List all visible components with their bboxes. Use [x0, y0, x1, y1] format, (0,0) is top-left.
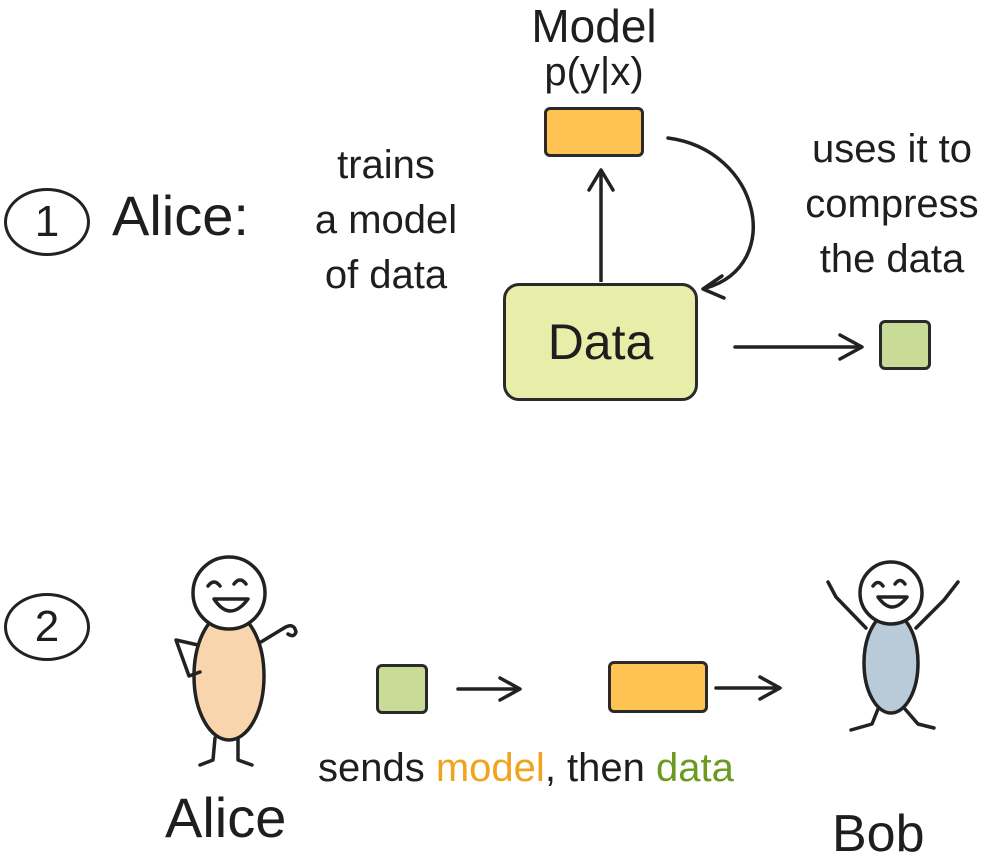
- uses-text: uses it to compress the data: [784, 122, 1000, 287]
- sends-middle: , then: [544, 746, 657, 790]
- alice-figure: [174, 555, 298, 767]
- trains-text: trains a model of data: [298, 138, 474, 303]
- step-2-number: 2: [34, 602, 60, 651]
- sends-data-word: data: [656, 746, 734, 790]
- model-box-step2: [608, 661, 708, 713]
- bob-figure: [826, 560, 960, 732]
- step-2-circle: 2: [4, 593, 90, 661]
- bob-head: [858, 560, 924, 626]
- sends-prefix: sends: [318, 746, 436, 790]
- alice-head: [191, 555, 267, 631]
- model-box-step1: [544, 107, 644, 157]
- data-label: Data: [547, 314, 654, 370]
- trains-line-2: a model: [314, 198, 458, 242]
- compressed-data-box: [879, 320, 931, 370]
- send-arrow-2: [714, 675, 782, 701]
- compress-curve-arrow: [666, 136, 755, 300]
- compress-output-arrow: [733, 333, 864, 361]
- trains-line-1: trains: [337, 143, 435, 187]
- sends-caption: sends model, then data: [318, 748, 734, 788]
- alice-name: Alice: [165, 786, 287, 849]
- step-1-number: 1: [34, 197, 60, 246]
- alice-step-label: Alice:: [112, 184, 249, 247]
- bob-body: [862, 611, 920, 715]
- data-box-step2: [376, 664, 428, 714]
- train-arrow: [587, 168, 615, 282]
- model-title: Model: [531, 0, 657, 52]
- uses-line-3: the data: [819, 237, 965, 281]
- alice-body: [192, 610, 266, 742]
- trains-line-3: of data: [324, 253, 448, 297]
- send-arrow-1: [456, 676, 522, 702]
- uses-line-2: compress: [805, 182, 979, 226]
- data-box: Data: [503, 283, 698, 401]
- uses-line-1: uses it to: [811, 127, 973, 171]
- sends-model-word: model: [435, 746, 545, 790]
- bob-name: Bob: [832, 805, 925, 863]
- model-formula: p(y|x): [544, 50, 644, 94]
- step-1-circle: 1: [4, 188, 90, 256]
